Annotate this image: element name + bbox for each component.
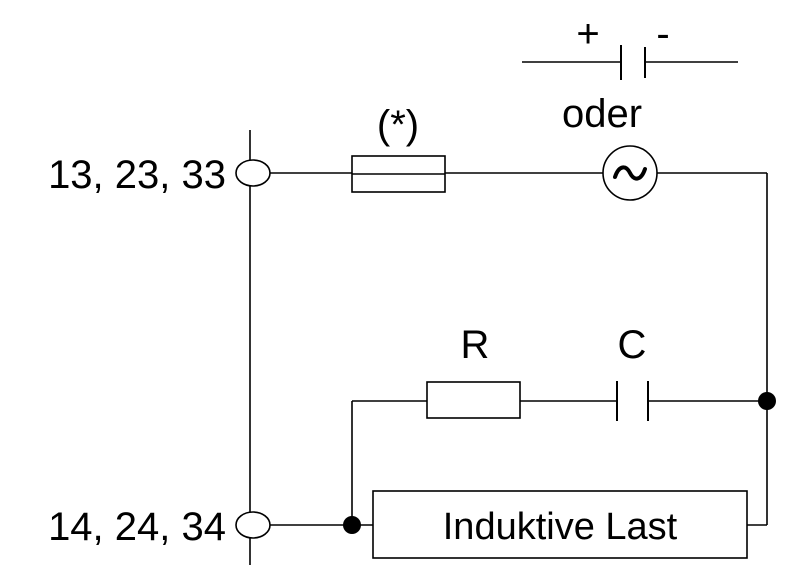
terminal-top-circle — [235, 159, 271, 187]
or-label: oder — [562, 92, 642, 136]
resistor-label: R — [461, 323, 490, 367]
fuse-note-label: (*) — [377, 103, 419, 147]
dc-plus-label: + — [576, 12, 599, 56]
load-box — [372, 490, 748, 559]
load-label: Induktive Last — [443, 506, 678, 548]
terminal-top-label: 13, 23, 33 — [48, 153, 226, 197]
terminal-bottom-circle — [235, 511, 271, 539]
resistor-symbol — [426, 381, 521, 419]
dc-minus-label: - — [656, 12, 669, 56]
junction-dot-bottom — [343, 516, 361, 534]
ac-symbol-wave — [613, 165, 647, 181]
junction-dot-right — [758, 392, 776, 410]
terminal-bottom-label: 14, 24, 34 — [48, 505, 226, 549]
capacitor-label: C — [618, 323, 647, 367]
